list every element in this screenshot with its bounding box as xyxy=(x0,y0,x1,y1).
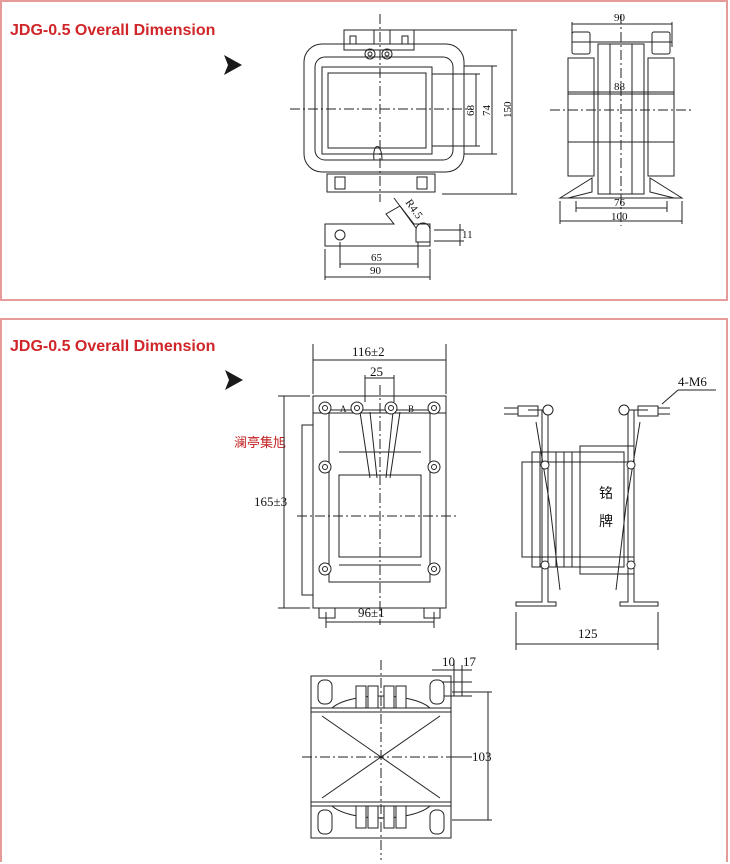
coil-window xyxy=(327,72,427,149)
dim-4-m6: 4-M6 xyxy=(678,374,707,389)
side-coil xyxy=(521,461,635,558)
dim-17: 17 xyxy=(463,654,477,669)
dim-96: 96±1 xyxy=(358,605,385,620)
nameplate-char-2: 牌 xyxy=(599,513,613,530)
core-window xyxy=(321,66,433,155)
drawing-top: 68 74 150 65 90 R4.5 11 90 88 76 100 xyxy=(290,12,692,280)
panel-title: JDG-0.5 Overall Dimension xyxy=(10,338,216,355)
dim-100: 100 xyxy=(611,211,628,223)
dimension-panel-bottom: JDG-0.5 Overall Dimension 澜亭集旭 xyxy=(0,318,728,862)
dim-68: 68 xyxy=(465,105,477,117)
dim-165: 165±3 xyxy=(254,494,287,509)
side-coil-right xyxy=(647,57,675,177)
mounting-foot xyxy=(324,205,431,247)
arrow-right-icon xyxy=(225,370,243,390)
dim-90-bottom: 90 xyxy=(370,265,382,277)
dim-116: 116±2 xyxy=(352,344,385,359)
dim-25: 25 xyxy=(370,364,383,379)
dim-150: 150 xyxy=(502,101,514,118)
terminal-block xyxy=(343,29,415,51)
arrow-right-icon xyxy=(224,55,242,75)
nameplate-char-1: 铭 xyxy=(599,486,613,502)
dim-88: 88 xyxy=(614,81,626,93)
dim-10: 10 xyxy=(442,654,455,669)
terminal-b: B xyxy=(408,404,414,414)
dim-11: 11 xyxy=(462,229,473,241)
dim-r45: R4.5 xyxy=(403,197,425,222)
watermark-text: 澜亭集旭 xyxy=(234,436,287,451)
dim-125: 125 xyxy=(578,626,598,641)
panel-title: JDG-0.5 Overall Dimension xyxy=(10,22,216,39)
mount-base xyxy=(326,173,436,193)
dim-74: 74 xyxy=(481,105,493,117)
dim-90-top: 90 xyxy=(614,12,626,24)
dim-65: 65 xyxy=(371,252,383,264)
dim-76: 76 xyxy=(614,197,626,209)
drawing-bottom: 116±2 25 165±3 96±1 4-M6 125 10 17 103 A… xyxy=(254,344,716,860)
side-coil-left xyxy=(567,57,595,177)
core-frame-outer xyxy=(303,43,465,173)
dimension-panel-top: JDG-0.5 Overall Dimension xyxy=(0,0,728,301)
terminal-a: A xyxy=(340,404,347,414)
dim-103: 103 xyxy=(472,749,492,764)
